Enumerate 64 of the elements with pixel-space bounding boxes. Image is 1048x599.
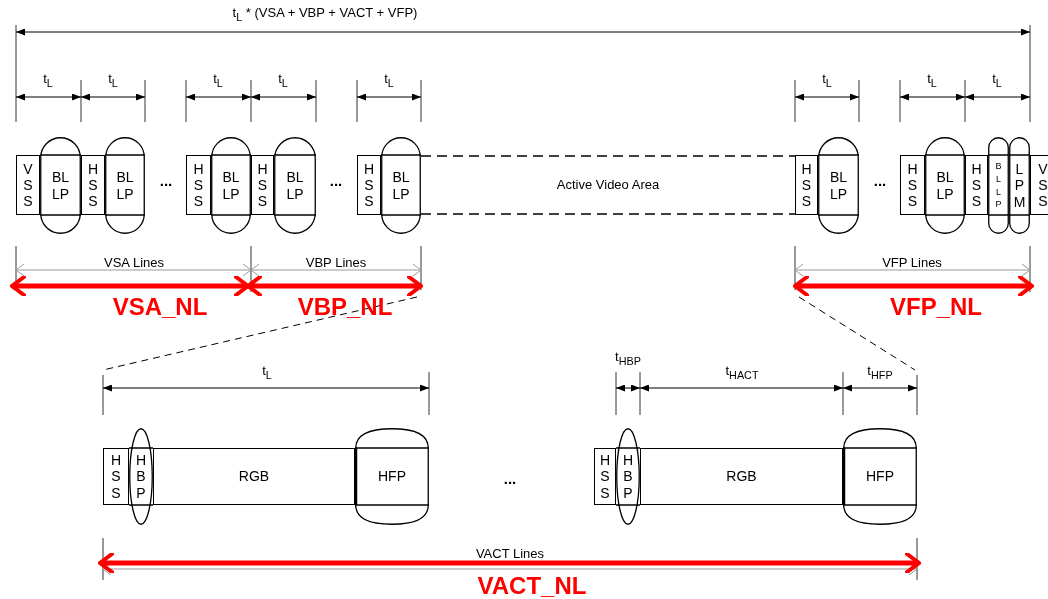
segment-label: H S S xyxy=(600,452,610,501)
segment-label: V S S xyxy=(23,160,33,210)
parameter-label: VBP_NL xyxy=(297,293,393,321)
dimension-label: t$_{HBP}$ xyxy=(615,349,641,367)
ellipsis: ... xyxy=(503,469,517,487)
segment-box xyxy=(16,155,40,215)
segment-box xyxy=(594,448,616,505)
segment-label: Active Video Area xyxy=(556,177,660,193)
ellipsis: ... xyxy=(329,171,343,189)
dimension-label: t$_{L}$ xyxy=(108,71,118,89)
segment-label: H S S xyxy=(88,160,98,210)
segment-label: H B P xyxy=(134,452,148,501)
segment-label: BL LP xyxy=(115,169,135,202)
segment-label: L P M xyxy=(1012,161,1027,210)
segment-label: H S S xyxy=(111,452,121,501)
dimension-label: VACT Lines xyxy=(475,545,545,561)
dimension-label: t$_{L}$ xyxy=(278,71,288,89)
segment-label: BL LP xyxy=(391,169,411,202)
dimension-label: t$_{L}$ xyxy=(927,71,937,89)
segment-box xyxy=(795,155,818,215)
dimension-label: t$_{L}$ xyxy=(262,363,272,381)
segment-label: HFP xyxy=(378,468,406,485)
parameter-label: VACT_NL xyxy=(477,572,587,599)
segment-label: BL LP xyxy=(285,169,305,202)
segment-label: B L L P xyxy=(995,160,1002,211)
parameter-label: VFP_NL xyxy=(890,293,982,321)
segment-label: RGB xyxy=(726,468,757,485)
segment-label: RGB xyxy=(238,468,270,485)
segment-label: HFP xyxy=(866,468,894,485)
segment-label: BL LP xyxy=(50,169,71,202)
dimension-label: VFP Lines xyxy=(882,254,942,270)
segment-label: H S S xyxy=(907,160,918,210)
segment-label: H S S xyxy=(257,160,268,210)
segment-label: H S S xyxy=(364,160,374,210)
segment-box xyxy=(81,155,105,215)
segment-label: BL LP xyxy=(221,169,241,202)
segment-label: V S S xyxy=(1038,160,1048,210)
dimension-label: t$_{L}$ xyxy=(213,71,223,89)
segment-box xyxy=(251,155,274,215)
segment-box xyxy=(103,448,129,505)
dimension-label: VBP Lines xyxy=(305,254,367,270)
segment-box xyxy=(357,155,381,215)
segment-box xyxy=(900,155,925,215)
segment-box xyxy=(153,448,355,505)
dimension-label: t$_{L}$ xyxy=(822,71,832,89)
ellipsis: ... xyxy=(159,171,173,189)
dimension-label: t$_{L}$ xyxy=(43,71,53,89)
segment-box xyxy=(965,155,988,215)
segment-label: BL LP xyxy=(935,169,955,202)
segment-label: BL LP xyxy=(828,169,849,202)
segment-label: H S S xyxy=(971,160,982,210)
dimension-label: t$_{L}$ xyxy=(384,71,394,89)
parameter-label: VSA_NL xyxy=(112,293,208,321)
dimension-label: t$_{L}$ * (VSA + VBP + VACT + VFP) xyxy=(232,5,418,23)
dimension-label: t$_{L}$ xyxy=(992,71,1002,89)
segment-label: H S S xyxy=(801,160,812,210)
ellipsis: ... xyxy=(873,171,887,189)
dimension-label: t$_{HFP}$ xyxy=(867,363,893,381)
segment-box xyxy=(640,448,843,505)
segment-label: H S S xyxy=(193,160,204,210)
segment-label: H B P xyxy=(621,452,635,501)
dimension-label: VSA Lines xyxy=(104,254,164,270)
dimension-label: t$_{HACT}$ xyxy=(725,363,759,381)
segment-box xyxy=(186,155,211,215)
